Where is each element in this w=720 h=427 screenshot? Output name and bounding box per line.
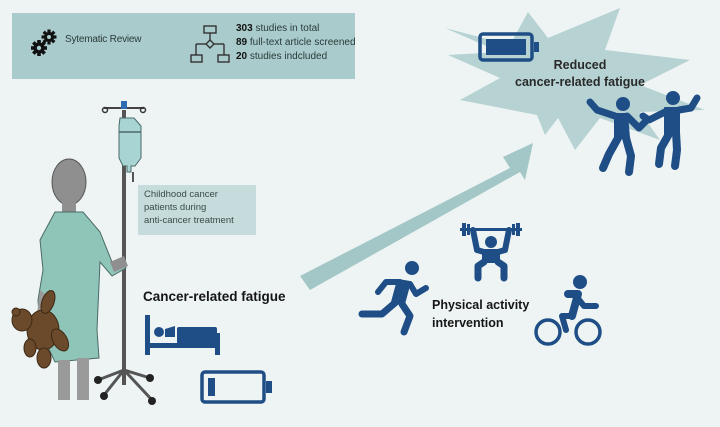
stat-included: 20 studies indcluded [236,51,328,62]
stat-screened: 89 full-text article screened [236,37,356,48]
outcome-label: Reduced cancer-related fatigue [515,58,645,89]
teddy-bear [11,290,70,369]
weightlifting-icon [460,223,522,282]
full-battery-icon [478,32,539,62]
running-icon [358,261,429,336]
cycling-icon [534,275,602,346]
bed-icon [145,315,220,355]
problem-label: Cancer-related fatigue [143,289,286,304]
study-stats: 303 studies in total 89 full-text articl… [236,22,356,64]
gears-icon [31,29,57,56]
dancing-people-icon [586,91,701,176]
low-battery-icon [200,370,272,404]
intervention-label: Physical activity intervention [432,298,530,330]
flowchart-icon [190,25,230,63]
stat-total: 303 studies in total [236,23,320,34]
iv-pole [94,101,156,405]
summary-panel [12,13,355,79]
population-box: Childhood cancer patients during anti-ca… [138,185,256,235]
method-label: Sytematic Review [65,34,142,45]
